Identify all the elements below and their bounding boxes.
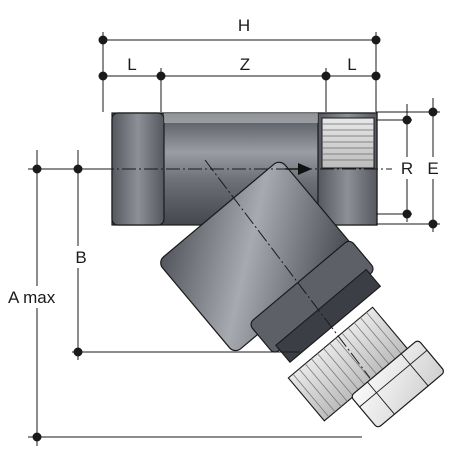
dim-dot — [402, 115, 412, 125]
dim-dot — [32, 432, 42, 442]
center-lines — [100, 159, 392, 379]
strainer-branch — [160, 161, 382, 363]
dim-dot — [428, 219, 438, 229]
label-l-left: L — [127, 55, 136, 74]
branch-nut-dark — [275, 268, 382, 363]
dim-dot — [402, 209, 412, 219]
strainer-cap — [287, 306, 444, 428]
label-b: B — [75, 248, 86, 267]
dim-dot — [32, 164, 42, 174]
cap-head — [351, 340, 444, 428]
internal-thread-cutaway — [321, 117, 375, 169]
dim-dot — [371, 71, 381, 81]
dim-dot — [98, 35, 108, 45]
dim-dot — [428, 107, 438, 117]
body-top-highlight — [164, 113, 318, 123]
dim-dot — [98, 71, 108, 81]
label-r: R — [401, 159, 413, 178]
dim-dot — [73, 347, 83, 357]
dim-dot — [73, 164, 83, 174]
dim-dot — [321, 71, 331, 81]
label-z: Z — [240, 55, 250, 74]
label-l-right: L — [347, 55, 356, 74]
internal-thread-lines — [322, 123, 374, 161]
valve-body — [111, 112, 444, 428]
branch-axis-line — [204, 159, 371, 379]
dimension-labels: H L Z L R E B A max — [6, 14, 442, 308]
label-a-max: A max — [8, 288, 56, 307]
label-h: H — [238, 16, 250, 35]
flow-arrow — [285, 163, 312, 175]
dim-dot — [156, 71, 166, 81]
label-e: E — [427, 159, 438, 178]
dim-dot — [371, 35, 381, 45]
